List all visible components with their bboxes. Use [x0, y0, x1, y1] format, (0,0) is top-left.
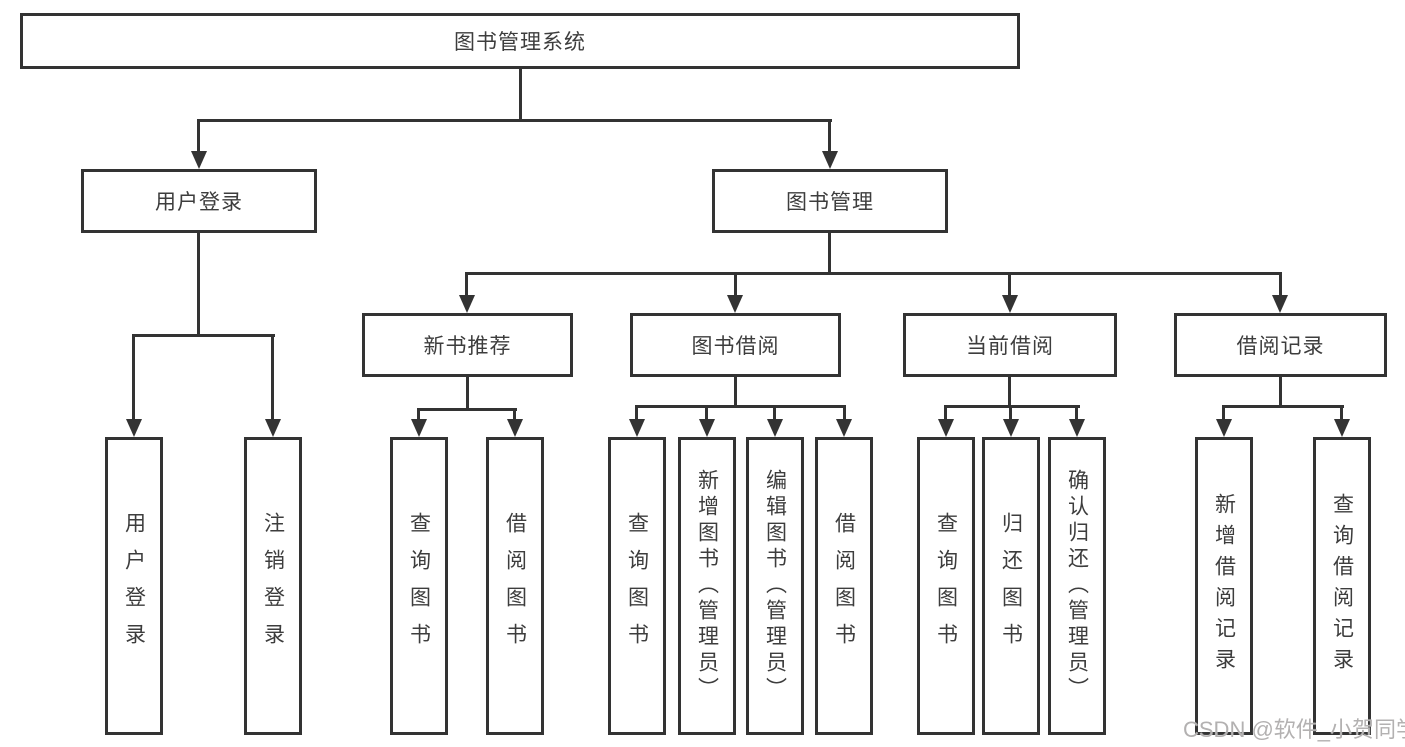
leaf-logout-label: 注销登录 [261, 512, 285, 660]
arrowhead-down-icon [265, 419, 281, 437]
arrowhead-down-icon [836, 419, 852, 437]
leaf-records-add-record-label: 新增借阅记录 [1212, 493, 1236, 679]
leaf-borrow-add-books-admin-label: 新增图书（管理员） [695, 469, 719, 703]
connector-book-management-stem [828, 231, 831, 275]
leaf-borrow-query-books-label: 查询图书 [625, 512, 649, 660]
connector-user-login-split [132, 334, 275, 337]
connector-drop-leaf-logout [271, 334, 274, 422]
leaf-records-query-record-label: 查询借阅记录 [1330, 493, 1354, 679]
connector-drop [843, 405, 846, 422]
connector-drop [1340, 405, 1343, 422]
leaf-borrow-edit-books-admin: 编辑图书（管理员） [746, 437, 804, 735]
node-book-borrowing-label: 图书借阅 [691, 335, 780, 358]
leaf-recommend-query-books: 查询图书 [390, 437, 448, 735]
leaf-user-login-label: 用户登录 [122, 512, 146, 660]
arrowhead-down-icon [1002, 295, 1018, 313]
leaf-logout: 注销登录 [244, 437, 302, 735]
node-book-management-label: 图书管理 [786, 191, 874, 214]
connector-drop [635, 405, 638, 422]
connector-records-stem [1279, 375, 1282, 408]
leaf-current-return-books: 归还图书 [982, 437, 1040, 735]
connector-user-login-stem [197, 231, 200, 337]
arrowhead-down-icon [126, 419, 142, 437]
leaf-recommend-borrow-books: 借阅图书 [486, 437, 544, 735]
arrowhead-down-icon [767, 419, 783, 437]
connector-drop [1075, 405, 1078, 422]
arrowhead-down-icon [507, 419, 523, 437]
connector-current-split [945, 405, 1080, 408]
node-borrowing-records: 借阅记录 [1174, 313, 1387, 377]
connector-book-management-split [466, 272, 1282, 275]
node-current-borrowing: 当前借阅 [903, 313, 1117, 377]
connector-recommend-split [418, 408, 517, 411]
connector-drop-borrowing-records [1279, 272, 1282, 298]
connector-drop [1222, 405, 1225, 422]
leaf-recommend-borrow-books-label: 借阅图书 [503, 512, 527, 660]
node-new-book-recommend: 新书推荐 [362, 313, 573, 377]
leaf-current-query-books: 查询图书 [917, 437, 975, 735]
arrowhead-down-icon [411, 419, 427, 437]
leaf-current-return-books-label: 归还图书 [999, 512, 1023, 660]
arrowhead-down-icon [1216, 419, 1232, 437]
arrowhead-down-icon [1003, 419, 1019, 437]
leaf-borrow-borrow-books-label: 借阅图书 [832, 512, 856, 660]
connector-borrowing-stem [734, 375, 737, 408]
connector-drop [705, 405, 708, 422]
node-borrowing-records-label: 借阅记录 [1236, 335, 1325, 358]
node-root-label: 图书管理系统 [454, 31, 586, 54]
arrowhead-down-icon [191, 151, 207, 169]
arrowhead-down-icon [629, 419, 645, 437]
csdn-watermark: CSDN @软件_小贺同学 [1183, 717, 1405, 742]
connector-root-stem [519, 68, 522, 122]
connector-drop-leaf-user-login [132, 334, 135, 422]
connector-drop-current-borrowing [1008, 272, 1011, 298]
arrowhead-down-icon [1069, 419, 1085, 437]
arrowhead-down-icon [459, 295, 475, 313]
connector-drop-book-management [828, 119, 831, 153]
leaf-borrow-edit-books-admin-label: 编辑图书（管理员） [763, 469, 787, 703]
leaf-recommend-query-books-label: 查询图书 [407, 512, 431, 660]
node-user-login-label: 用户登录 [155, 191, 243, 214]
arrowhead-down-icon [727, 295, 743, 313]
node-user-login: 用户登录 [81, 169, 317, 233]
node-book-management: 图书管理 [712, 169, 948, 233]
node-current-borrowing-label: 当前借阅 [966, 335, 1054, 358]
connector-drop-book-borrowing [734, 272, 737, 298]
node-root: 图书管理系统 [20, 13, 1020, 69]
connector-drop [944, 405, 947, 422]
leaf-user-login: 用户登录 [105, 437, 163, 735]
node-new-book-recommend-label: 新书推荐 [423, 335, 512, 358]
leaf-current-confirm-return-admin: 确认归还（管理员） [1048, 437, 1106, 735]
leaf-borrow-add-books-admin: 新增图书（管理员） [678, 437, 736, 735]
arrowhead-down-icon [1334, 419, 1350, 437]
arrowhead-down-icon [699, 419, 715, 437]
connector-drop [773, 405, 776, 422]
leaf-records-query-record: 查询借阅记录 [1313, 437, 1371, 735]
connector-drop [1009, 405, 1012, 422]
node-book-borrowing: 图书借阅 [630, 313, 841, 377]
leaf-current-confirm-return-admin-label: 确认归还（管理员） [1065, 469, 1089, 703]
leaf-borrow-borrow-books: 借阅图书 [815, 437, 873, 735]
connector-records-split [1223, 405, 1344, 408]
connector-current-stem [1008, 375, 1011, 408]
arrowhead-down-icon [822, 151, 838, 169]
connector-drop [417, 408, 420, 422]
connector-drop [513, 408, 516, 422]
connector-drop-user-login [197, 119, 200, 153]
connector-recommend-stem [466, 375, 469, 411]
arrowhead-down-icon [1272, 295, 1288, 313]
leaf-current-query-books-label: 查询图书 [934, 512, 958, 660]
connector-root-split [198, 119, 832, 122]
arrowhead-down-icon [938, 419, 954, 437]
connector-borrowing-split [636, 405, 846, 408]
leaf-records-add-record: 新增借阅记录 [1195, 437, 1253, 735]
connector-drop-new-book-recommend [465, 272, 468, 298]
leaf-borrow-query-books: 查询图书 [608, 437, 666, 735]
